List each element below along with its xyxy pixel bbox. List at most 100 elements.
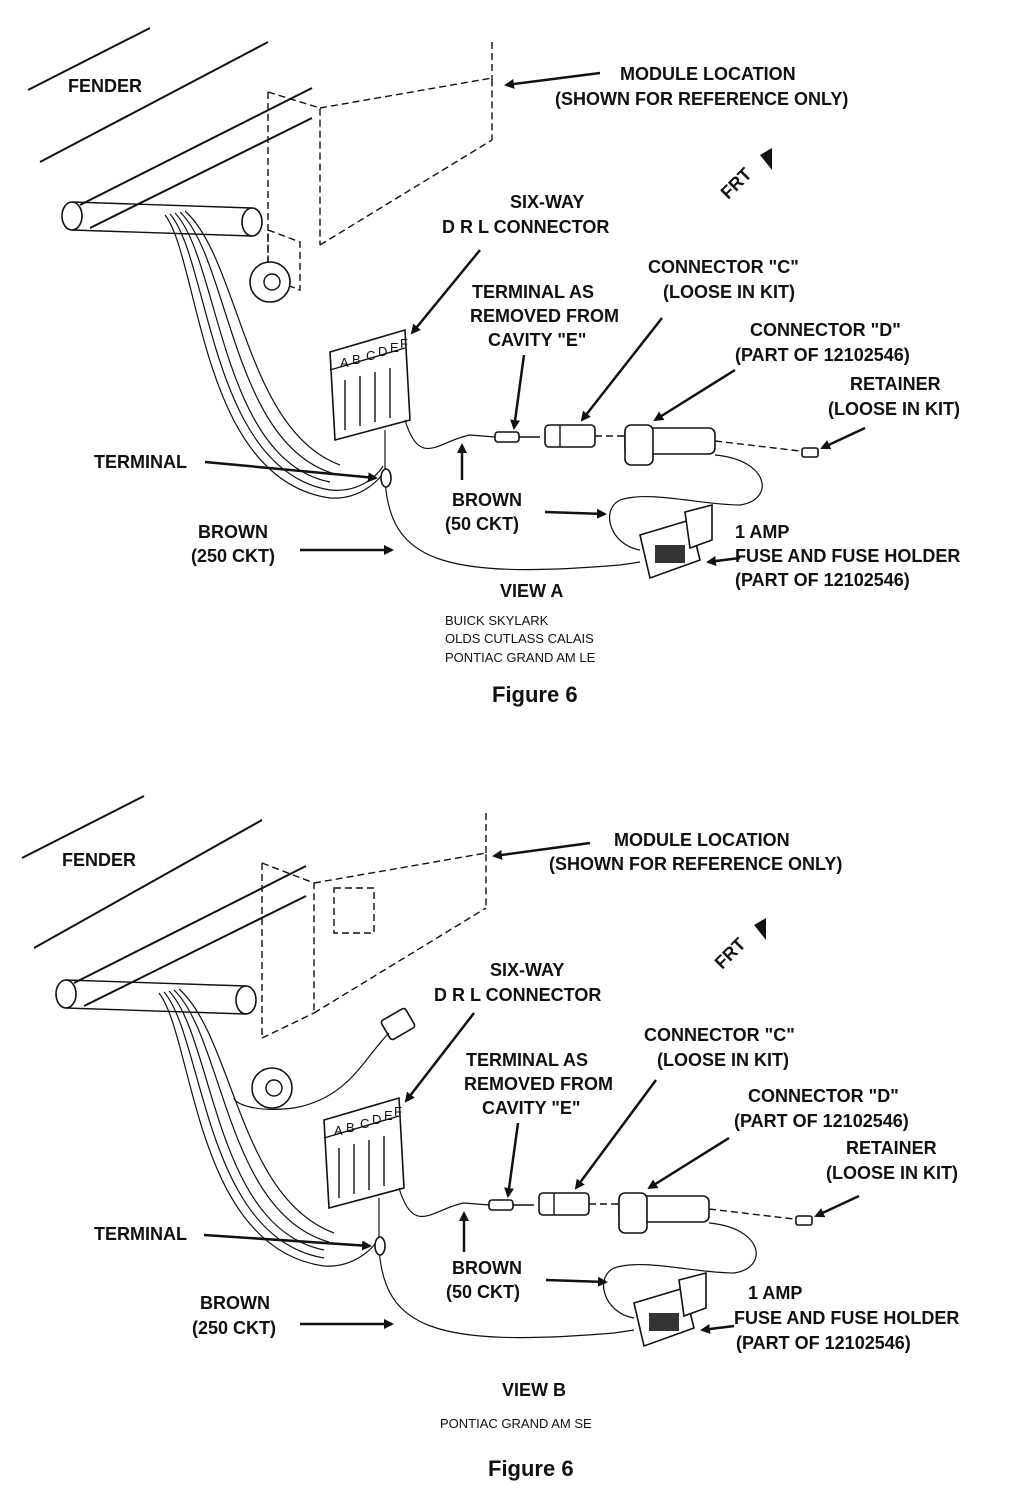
fender-label: FENDER: [62, 850, 136, 870]
retainer: [801, 447, 819, 458]
brown-250-note: (250 CKT): [192, 1318, 276, 1338]
six-way-connector: A B C D E F: [329, 328, 411, 442]
fender-line: [73, 865, 307, 984]
figure-caption: Figure 6: [492, 682, 578, 707]
six-way-arrow: [404, 1012, 475, 1103]
fuse-label: 1 AMP: [748, 1283, 802, 1303]
connector-c: [538, 1192, 619, 1216]
retainer-arrow: [820, 426, 866, 450]
svg-text:F: F: [394, 1104, 402, 1119]
removed-terminal-arrow: [504, 1122, 520, 1198]
front-indicator: FRT: [717, 148, 772, 203]
brown-250-note: (250 CKT): [191, 546, 275, 566]
brown-50-note: (50 CKT): [445, 514, 519, 534]
module-arrow: [504, 71, 601, 89]
fuse-label-2: FUSE AND FUSE HOLDER: [735, 546, 960, 566]
terminal-arrow: [203, 1233, 372, 1251]
wire-bundle: [164, 210, 386, 499]
six-way-label: SIX-WAY: [510, 192, 584, 212]
fender-line: [89, 117, 313, 229]
front-label: FRT: [711, 934, 750, 973]
module-location-note: (SHOWN FOR REFERENCE ONLY): [555, 89, 848, 109]
module-arrow: [492, 841, 591, 860]
retainer-arrow: [814, 1194, 860, 1218]
svg-text:E: E: [384, 1108, 393, 1123]
connector-c-label: CONNECTOR "C": [644, 1025, 795, 1045]
six-way-label-2: D R L CONNECTOR: [434, 985, 601, 1005]
module-location-note: (SHOWN FOR REFERENCE ONLY): [549, 854, 842, 874]
brown-250-label: BROWN: [200, 1293, 270, 1313]
brown-50-arrow: [545, 1276, 608, 1287]
connector-d-label: CONNECTOR "D": [748, 1086, 899, 1106]
svg-text:D: D: [372, 1112, 381, 1127]
terminal-removed-label-3: CAVITY "E": [488, 330, 586, 350]
connector-d-note: (PART OF 12102546): [735, 345, 910, 365]
connector-c-arrow: [574, 1079, 658, 1190]
bolt-icon: [249, 261, 291, 303]
bolt-icon: [251, 1067, 293, 1109]
brown-250-label: BROWN: [198, 522, 268, 542]
harness-tube: [61, 201, 263, 237]
six-way-arrow: [410, 249, 481, 335]
figure-caption: Figure 6: [488, 1456, 574, 1481]
retainer-label: RETAINER: [850, 374, 941, 394]
connector-c-note: (LOOSE IN KIT): [657, 1050, 789, 1070]
connector-d-arrow: [647, 1136, 730, 1190]
terminal-removed-label: TERMINAL AS: [472, 282, 594, 302]
connector-c: [544, 424, 625, 448]
module-connector: [233, 1007, 416, 1110]
connector-d-arrow: [653, 368, 736, 422]
svg-text:C: C: [366, 348, 375, 363]
connector-d: [603, 1192, 795, 1319]
brown-50-wire: [398, 1187, 490, 1218]
removed-terminal: [488, 1199, 534, 1211]
svg-text:F: F: [400, 336, 408, 351]
view-title: VIEW A: [500, 581, 563, 601]
terminal-splice: [380, 468, 392, 488]
module-location-label: MODULE LOCATION: [614, 830, 790, 850]
fuse-label-2: FUSE AND FUSE HOLDER: [734, 1308, 959, 1328]
terminal-removed-label-3: CAVITY "E": [482, 1098, 580, 1118]
fender-line: [79, 87, 313, 206]
svg-text:B: B: [352, 352, 361, 367]
terminal-splice: [374, 1236, 386, 1256]
module-location-label: MODULE LOCATION: [620, 64, 796, 84]
fender-line: [83, 895, 307, 1007]
six-way-label: SIX-WAY: [490, 960, 564, 980]
brown-50-note: (50 CKT): [446, 1282, 520, 1302]
retainer-note: (LOOSE IN KIT): [826, 1163, 958, 1183]
terminal-removed-label-2: REMOVED FROM: [470, 306, 619, 326]
svg-text:A: A: [334, 1123, 343, 1138]
model-item: PONTIAC GRAND AM SE: [440, 1416, 592, 1431]
model-item: BUICK SKYLARK: [445, 613, 549, 628]
terminal-arrow: [204, 460, 378, 483]
front-arrow-icon: [754, 918, 766, 940]
connector-c-note: (LOOSE IN KIT): [663, 282, 795, 302]
model-item: PONTIAC GRAND AM LE: [445, 650, 596, 665]
connector-d-label: CONNECTOR "D": [750, 320, 901, 340]
fender-line: [39, 41, 269, 163]
terminal-removed-label-2: REMOVED FROM: [464, 1074, 613, 1094]
six-way-connector: A B C D E F: [323, 1096, 405, 1210]
connector-c-label: CONNECTOR "C": [648, 257, 799, 277]
brown-250-wire: [378, 1198, 635, 1339]
fuse-note: (PART OF 12102546): [736, 1333, 911, 1353]
module-outline: [267, 42, 493, 290]
view-a: FENDER MODULE LOCATION (SHOWN FOR REFERE…: [27, 27, 960, 707]
svg-text:B: B: [346, 1120, 355, 1135]
fuse-note: (PART OF 12102546): [735, 570, 910, 590]
model-item: OLDS CUTLASS CALAIS: [445, 631, 594, 646]
retainer: [795, 1215, 813, 1226]
connector-d-note: (PART OF 12102546): [734, 1111, 909, 1131]
removed-terminal-arrow: [510, 354, 526, 430]
front-arrow-icon: [760, 148, 772, 170]
brown-50-label: BROWN: [452, 490, 522, 510]
terminal-removed-label: TERMINAL AS: [466, 1050, 588, 1070]
fender-line: [33, 819, 263, 949]
svg-text:C: C: [360, 1116, 369, 1131]
module-outline: [261, 813, 487, 1039]
svg-text:A: A: [340, 355, 349, 370]
cavity-letters: A B C D E F: [340, 336, 408, 370]
brown-250-wire: [384, 430, 641, 571]
